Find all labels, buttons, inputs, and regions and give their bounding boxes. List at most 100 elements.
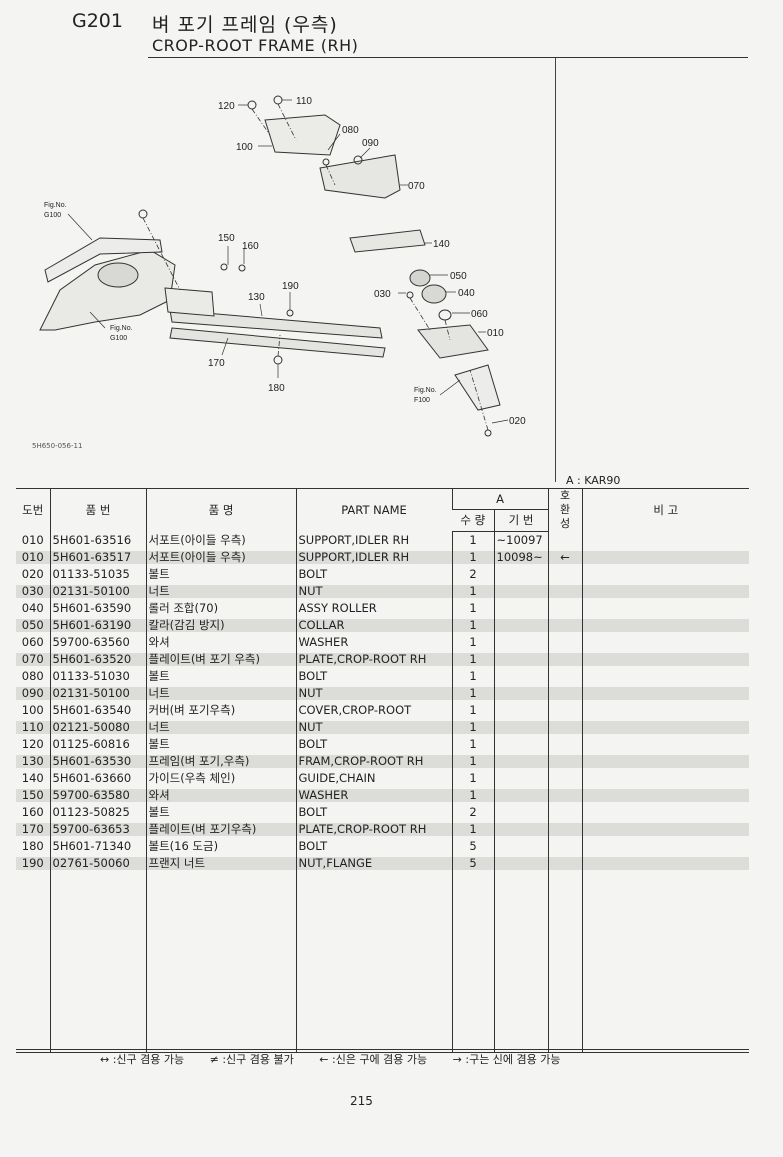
row-serial [493,837,548,855]
row-ref: 150 [16,786,50,804]
row-compat [547,531,582,549]
compatibility-legend: ↔ :신구 겸용 가능 ≠ :신구 겸용 불가 ← :신은 구에 겸용 가능 →… [100,1051,583,1067]
header-compat: 호 환 성 [547,488,582,531]
frame-130-shape [169,309,383,339]
row-part-no: 5H601-63660 [49,769,146,787]
row-remarks [581,565,749,583]
row-part-name: PLATE,CROP-ROOT RH [295,650,452,668]
callout-180: 180 [268,383,285,394]
row-part-name: ASSY ROLLER [295,599,452,617]
row-part-name: NUT [295,582,452,600]
washer-060-shape [438,309,452,321]
row-compat [547,735,582,753]
row-serial [493,616,548,634]
row-name-kr: 가이드(우측 체인) [145,769,296,787]
header-remarks: 비 고 [581,488,749,531]
row-remarks [581,752,749,770]
row-name-kr: 볼트 [145,735,296,753]
row-remarks [581,633,749,651]
legend-old-new: → :구는 신에 겸용 가능 [452,1053,561,1066]
row-serial [493,701,548,719]
row-part-name: PLATE,CROP-ROOT RH [295,820,452,838]
row-name-kr: 서포트(아이들 우측) [145,531,296,549]
row-part-name: WASHER [295,786,452,804]
fig-ref-label-2: Fig.No. [110,325,133,332]
row-serial [493,684,548,702]
row-name-kr: 롤러 조합(70) [145,599,296,617]
header-ref: 도번 [16,488,50,531]
row-remarks [581,701,749,719]
row-part-no: 02761-50060 [49,854,146,872]
row-qty: 1 [451,667,494,685]
idler-support-010-shape [417,324,489,359]
row-remarks [581,531,749,549]
row-qty: 2 [451,565,494,583]
row-name-kr: 너트 [145,718,296,736]
row-remarks [581,684,749,702]
row-name-kr: 너트 [145,582,296,600]
row-qty: 1 [451,599,494,617]
row-serial [493,786,548,804]
legend-new-old: ← :신은 구에 겸용 가능 [319,1053,428,1066]
row-remarks [581,854,749,872]
row-part-no: 01133-51030 [49,667,146,685]
figure-code: 5H650-056-11 [32,442,83,450]
row-compat [547,752,582,770]
header-rule [148,57,748,58]
row-qty: 1 [451,582,494,600]
row-name-kr: 프랜지 너트 [145,854,296,872]
callout-020: 020 [509,416,526,427]
row-name-kr: 와셔 [145,786,296,804]
fig-ref-g100-top: G100 [44,212,61,219]
row-qty: 1 [451,718,494,736]
callout-190: 190 [282,281,299,292]
row-compat [547,650,582,668]
row-remarks [581,837,749,855]
header-compat-line2: 환 [559,503,571,516]
header-part-name: PART NAME [295,488,452,531]
row-part-name: BOLT [295,837,452,855]
row-compat [547,718,582,736]
row-qty: 1 [451,769,494,787]
row-serial [493,769,548,787]
row-part-name: BOLT [295,565,452,583]
header-group-a: A [451,487,548,511]
row-part-no: 5H601-63540 [49,701,146,719]
row-part-name: COVER,CROP-ROOT [295,701,452,719]
row-part-no: 59700-63653 [49,820,146,838]
callout-100: 100 [236,142,253,153]
row-remarks [581,820,749,838]
guide-140-shape [349,229,426,253]
row-ref: 030 [16,582,50,600]
row-name-kr: 볼트 [145,565,296,583]
callout-080: 080 [342,125,359,136]
row-qty: 1 [451,820,494,838]
row-ref: 020 [21,567,44,581]
row-compat [547,667,582,685]
row-ref: 160 [21,805,44,819]
row-ref: 140 [21,771,44,785]
row-part-name: NUT [295,718,452,736]
row-remarks [581,616,749,634]
row-name-kr: 커버(벼 포기우측) [145,701,296,719]
row-part-no: 01123-50825 [49,803,146,821]
header-serial: 기 번 [493,509,548,532]
row-name-kr: 볼트 [145,803,296,821]
row-compat [547,837,582,855]
row-qty: 1 [451,786,494,804]
sprocket-shape [97,262,139,288]
row-part-name: BOLT [295,667,452,685]
row-serial [493,803,548,821]
row-part-no: 5H601-63517 [49,548,146,566]
row-compat: ← [547,548,582,566]
chain-case-shape [39,249,176,331]
callout-070: 070 [408,181,425,192]
